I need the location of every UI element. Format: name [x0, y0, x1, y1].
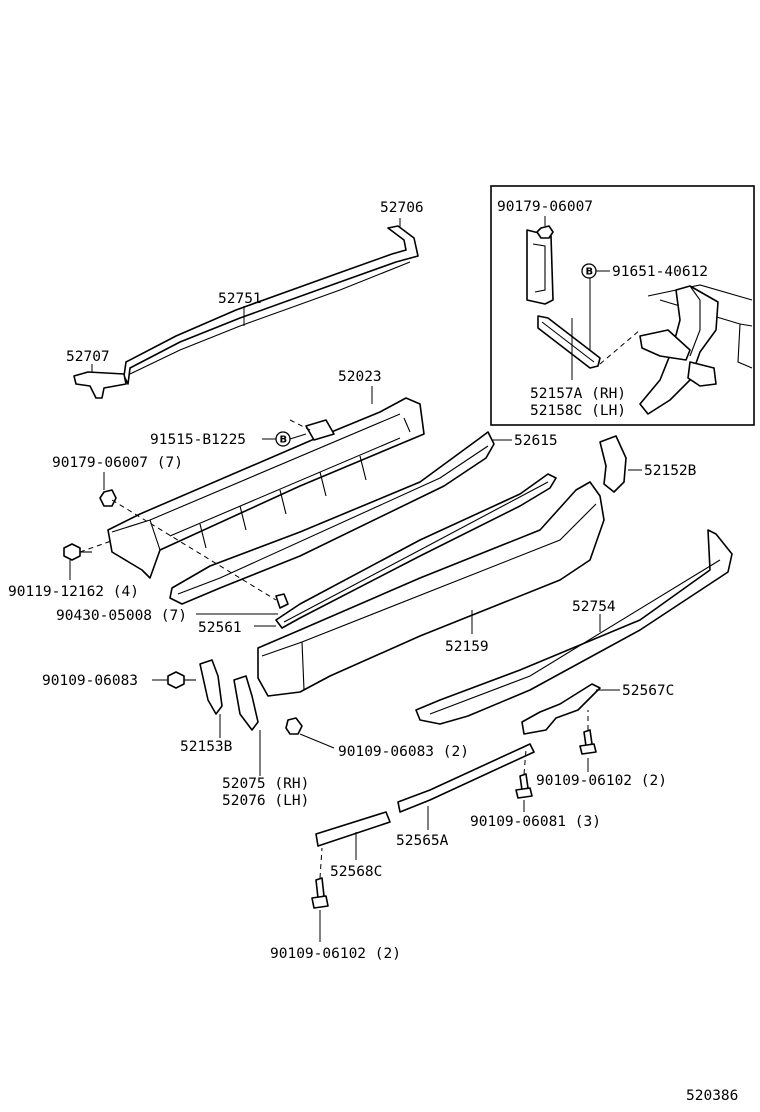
bolt-90109-06081-icon — [515, 773, 533, 799]
label-91651-40612: 91651-40612 — [612, 264, 708, 280]
label-52706: 52706 — [380, 200, 424, 216]
label-90179-06007-inset: 90179-06007 — [497, 199, 593, 215]
bolt-90119-icon — [63, 543, 92, 561]
inset-b-mark-icon: B — [581, 263, 597, 279]
label-90109-06102-b: 90109-06102 (2) — [270, 946, 401, 962]
label-52567c: 52567C — [622, 683, 674, 699]
svg-text:B: B — [586, 267, 594, 278]
bolt-90109-06102-b-icon — [311, 877, 329, 909]
part-52565a-plate — [397, 743, 535, 813]
part-52751-molding — [73, 225, 419, 399]
part-52754-molding — [415, 529, 733, 725]
label-52568c: 52568C — [330, 864, 382, 880]
inset-detail: B 90179-06007 91651-40612 52157A (RH) 52… — [490, 185, 755, 426]
label-52561: 52561 — [198, 620, 242, 636]
part-52561-retainer — [275, 473, 557, 629]
label-52023: 52023 — [338, 369, 382, 385]
nut-90179-icon — [99, 489, 117, 507]
label-52157a: 52157A (RH) — [530, 386, 626, 402]
label-90119-12162: 90119-12162 (4) — [8, 584, 139, 600]
label-90109-06083: 90109-06083 — [42, 673, 138, 689]
label-90179-06007: 90179-06007 (7) — [52, 455, 183, 471]
label-90109-06102-a: 90109-06102 (2) — [536, 773, 667, 789]
bolt-90109-06102-a-icon — [579, 729, 597, 755]
bolt-90109-06083-2-icon — [285, 717, 303, 735]
label-52751: 52751 — [218, 291, 262, 307]
label-52754: 52754 — [572, 599, 616, 615]
part-52159-bumper-cover — [257, 481, 605, 697]
part-52568c-plate — [315, 811, 391, 847]
svg-text:B: B — [280, 435, 288, 446]
diagram-id: 520386 — [686, 1088, 738, 1104]
label-52152b: 52152B — [644, 463, 697, 479]
label-52076: 52076 (LH) — [222, 793, 309, 809]
label-52159: 52159 — [445, 639, 489, 655]
part-52152b-bracket — [599, 435, 627, 493]
inset-nut-icon — [536, 225, 554, 239]
label-52158c: 52158C (LH) — [530, 403, 626, 419]
part-52567c-plate — [521, 683, 601, 735]
label-90109-06083-2: 90109-06083 (2) — [338, 744, 469, 760]
label-90430-05008: 90430-05008 (7) — [56, 608, 187, 624]
clip-90430-icon — [275, 593, 289, 609]
label-90109-06081: 90109-06081 (3) — [470, 814, 601, 830]
label-52615: 52615 — [514, 433, 558, 449]
label-52153b: 52153B — [180, 739, 233, 755]
part-52023-reinforcement — [107, 397, 425, 579]
part-52075-bracket — [233, 675, 259, 731]
label-52707: 52707 — [66, 349, 110, 365]
bolt-90109-06083-icon — [167, 671, 196, 689]
label-52075: 52075 (RH) — [222, 776, 309, 792]
part-52615-absorber — [169, 431, 495, 605]
label-52565a: 52565A — [396, 833, 449, 849]
leader-lines — [69, 218, 642, 942]
part-52153b-bracket — [199, 659, 223, 715]
b-mark-icon: B — [275, 431, 291, 447]
label-91515-b1225: 91515-B1225 — [150, 432, 246, 448]
